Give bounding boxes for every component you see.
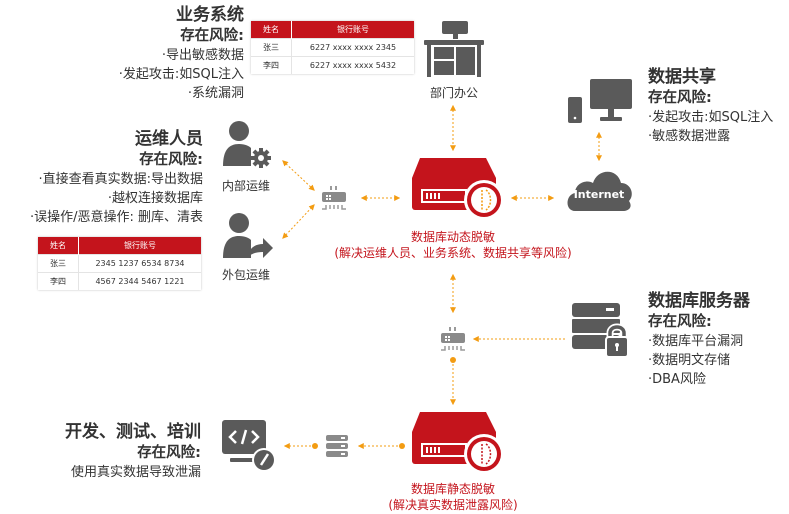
table-cell-name: 李四 [38, 272, 79, 290]
table-row: 李四 6227 xxxx xxxx 5432 [251, 56, 414, 74]
ops-account-table: 姓名 银行账号 张三 2345 1237 6534 8734 李四 4567 2… [38, 237, 201, 290]
dev-test-risk-label: 存在风险: [137, 445, 201, 461]
dev-test-block: 开发、测试、培训 存在风险: 使用真实数据导致泄漏 [65, 421, 201, 482]
table-header-name: 姓名 [38, 237, 79, 255]
db-server-risk-item: ·数据明文存储 [648, 353, 731, 368]
dev-test-title: 开发、测试、培训 [65, 422, 201, 442]
internal-ops-label: 内部运维 [221, 179, 270, 193]
ops-staff-block: 运维人员 存在风险: ·直接查看真实数据:导出数据 ·越权连接数据库 ·误操作/… [30, 128, 203, 227]
db-server-risk-item: ·DBA风险 [648, 372, 706, 387]
business-system-risk-item: ·导出敏感数据 [161, 48, 244, 63]
db-stack-icon [326, 435, 348, 457]
connector-outsourced-gateway [282, 204, 315, 239]
dynamic-masking-db-icon [412, 158, 504, 220]
db-server-risk-item: ·数据库平台漏洞 [648, 334, 744, 349]
business-system-risk-item: ·发起攻击:如SQL注入 [118, 67, 244, 82]
table-row: 李四 4567 2344 5467 1221 [38, 272, 201, 290]
dynamic-masking-subtitle: (解决运维人员、业务系统、数据共享等风险) [334, 246, 572, 260]
office-desk-icon [424, 21, 484, 77]
ops-staff-risk-item: ·直接查看真实数据:导出数据 [38, 172, 203, 187]
table-cell-name: 张三 [251, 38, 292, 57]
table-cell-account: 6227 xxxx xxxx 2345 [291, 38, 414, 57]
table-header-row: 姓名 银行账号 [251, 21, 414, 39]
db-server-lock-icon [572, 303, 629, 358]
internal-ops-user-gear-icon [223, 121, 271, 168]
business-system-risk-item: ·系统漏洞 [187, 86, 244, 101]
table-row: 张三 6227 xxxx xxxx 2345 [251, 38, 414, 57]
gateway-device-icon [322, 186, 346, 210]
static-masking-title: 数据库静态脱敏 [410, 482, 495, 496]
gateway-device-icon [441, 327, 465, 351]
table-row: 张三 2345 1237 6534 8734 [38, 254, 201, 273]
table-cell-account: 2345 1237 6534 8734 [78, 254, 201, 273]
business-system-title: 业务系统 [176, 5, 244, 25]
ops-staff-title: 运维人员 [135, 129, 203, 149]
business-system-risk-label: 存在风险: [180, 28, 244, 44]
business-system-block: 业务系统 存在风险: ·导出敏感数据 ·发起攻击:如SQL注入 ·系统漏洞 [119, 4, 244, 103]
data-sharing-risk-item: ·发起攻击:如SQL注入 [648, 110, 774, 125]
ops-staff-risk-item: ·误操作/恶意操作: 删库、清表 [29, 210, 203, 225]
static-masking-db-icon [412, 412, 504, 474]
table-header-row: 姓名 银行账号 [38, 237, 201, 255]
code-monitor-gauge-icon [222, 420, 276, 472]
table-cell-account: 4567 2344 5467 1221 [78, 272, 201, 290]
data-sharing-risk-label: 存在风险: [648, 90, 712, 106]
dev-test-risk-item: 使用真实数据导致泄漏 [70, 465, 201, 480]
table-cell-name: 李四 [251, 56, 292, 74]
static-masking-subtitle: (解决真实数据泄露风险) [388, 498, 518, 512]
data-sharing-risk-item: ·敏感数据泄露 [648, 129, 731, 144]
internet-cloud-icon [567, 171, 632, 211]
ops-staff-risk-label: 存在风险: [139, 152, 203, 168]
internet-label: Internet [573, 188, 625, 201]
outsourced-ops-user-share-icon [223, 213, 273, 258]
dynamic-masking-title: 数据库动态脱敏 [410, 230, 495, 244]
data-sharing-title: 数据共享 [648, 67, 716, 87]
business-account-table: 姓名 银行账号 张三 6227 xxxx xxxx 2345 李四 6227 x… [251, 21, 414, 74]
data-sharing-block: 数据共享 存在风险: ·发起攻击:如SQL注入 ·敏感数据泄露 [648, 66, 773, 146]
desktop-mobile-icon [568, 79, 632, 123]
ops-staff-risk-item: ·越权连接数据库 [107, 191, 203, 206]
outsourced-ops-label: 外包运维 [221, 268, 270, 282]
table-cell-name: 张三 [38, 254, 79, 273]
db-server-title: 数据库服务器 [648, 291, 750, 311]
table-cell-account: 6227 xxxx xxxx 5432 [291, 56, 414, 74]
connector-internal-gateway [282, 160, 315, 191]
db-server-risk-label: 存在风险: [648, 314, 712, 330]
office-label: 部门办公 [429, 86, 478, 100]
table-header-account: 银行账号 [78, 237, 201, 255]
db-server-block: 数据库服务器 存在风险: ·数据库平台漏洞 ·数据明文存储 ·DBA风险 [648, 290, 750, 389]
table-header-name: 姓名 [251, 21, 292, 39]
table-header-account: 银行账号 [291, 21, 414, 39]
